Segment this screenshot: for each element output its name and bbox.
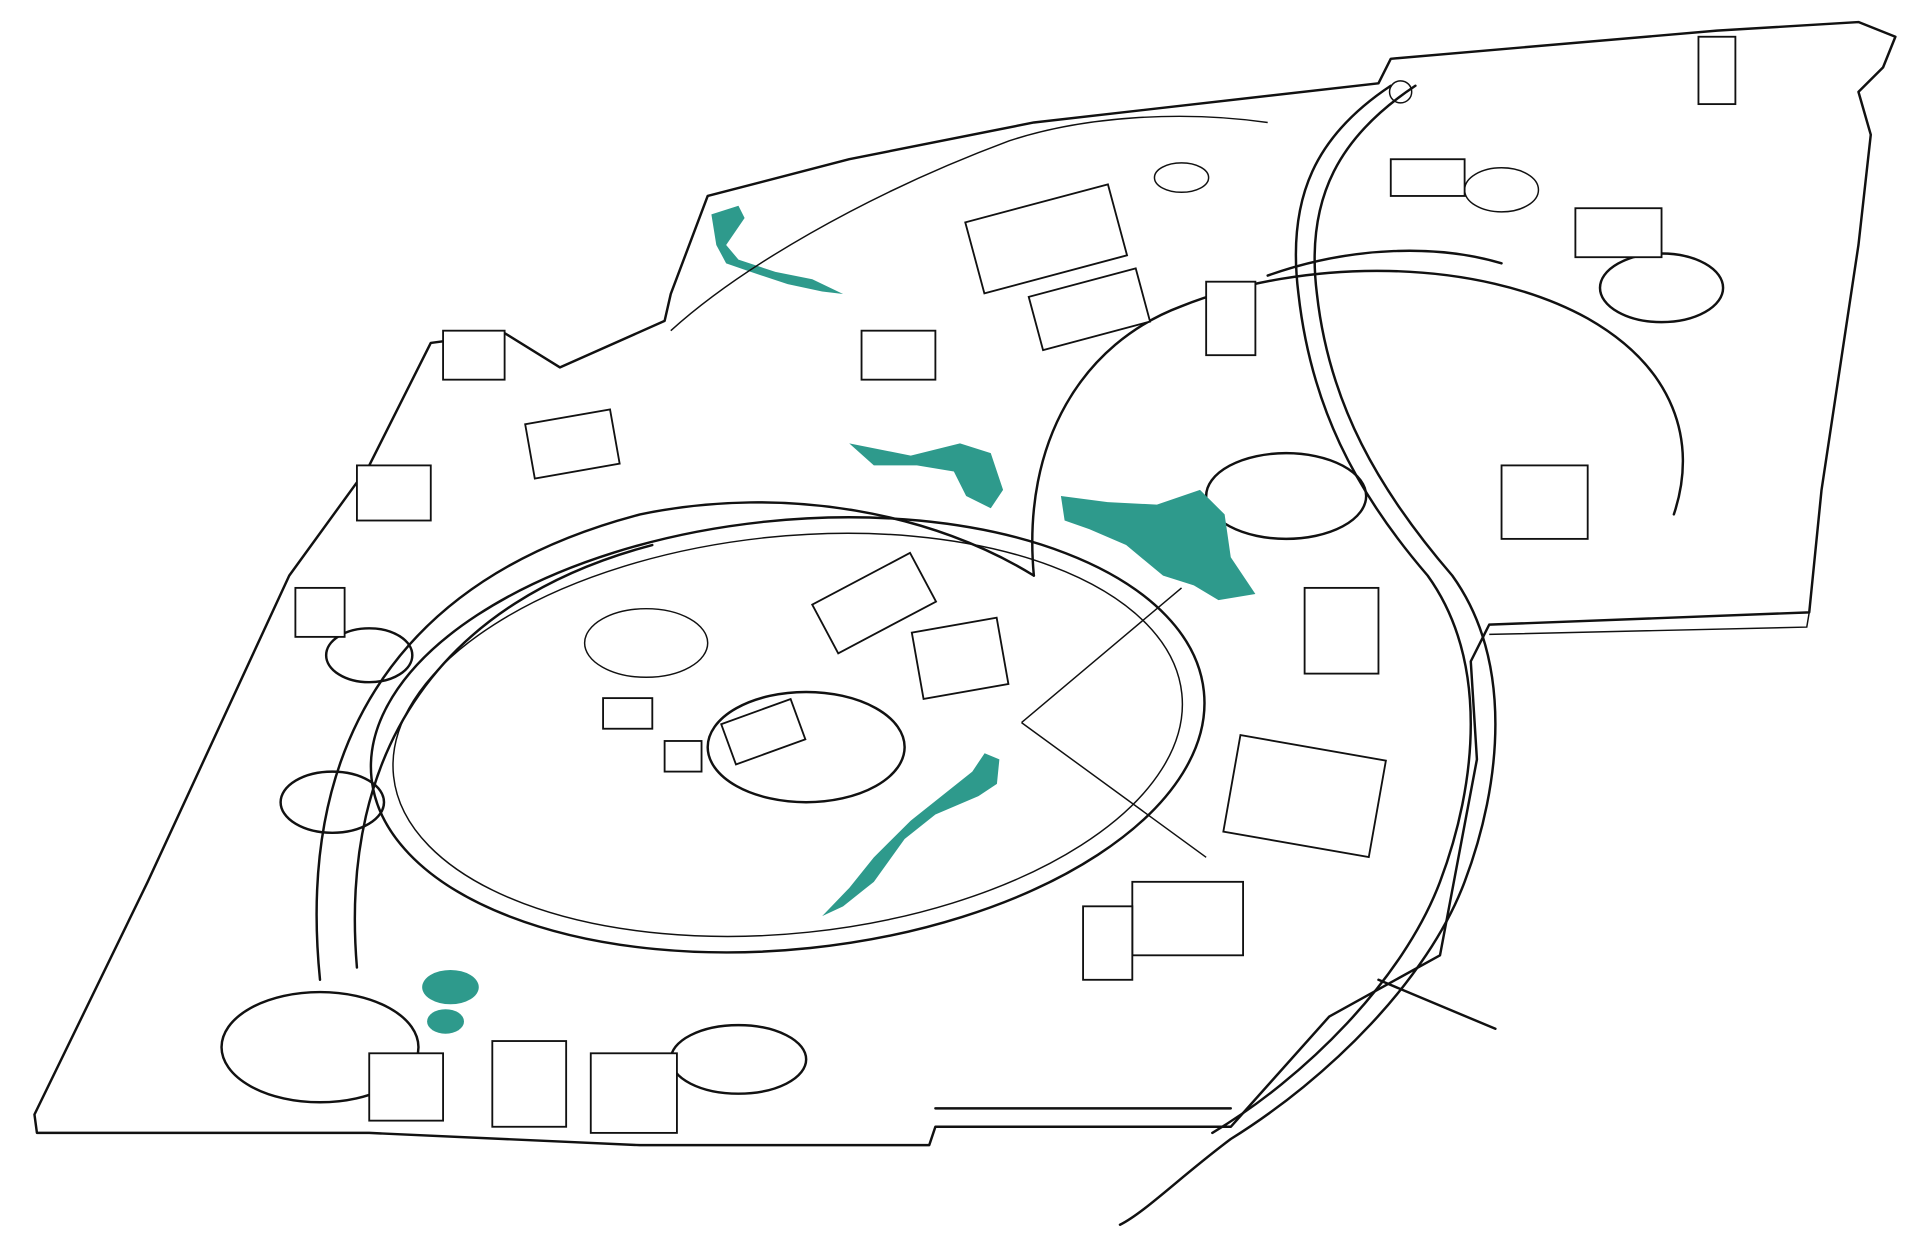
water-features [422,205,1256,1034]
sw-plaza-ring [220,990,420,1104]
east-loop-road [1031,269,1685,577]
ne-dome [1463,167,1540,213]
connector-road [1266,249,1503,277]
central-ring-road-inner [392,532,1184,938]
diag-path [1021,587,1207,858]
east-plaza-ring [1204,451,1368,541]
south-pool-small [427,1009,464,1034]
south-plaza-ring [669,1023,808,1095]
north-path [670,115,1268,332]
buildings [294,35,1737,1134]
stadium [583,607,709,679]
west-ring-1 [324,627,414,684]
central-ring-road [369,516,1206,954]
roundabout [1388,80,1413,104]
south-stream [822,753,1000,917]
northeast-plaza-ring [1598,252,1725,324]
north-pond [711,205,844,294]
road-east [1118,84,1497,1226]
north-dome [1153,162,1210,194]
central-lake [849,443,1004,509]
outer-arc-road-2 [353,543,654,969]
plaza-ring [706,690,906,804]
west-ring-2 [279,770,386,835]
site-edge-thickness [33,612,1810,1133]
east-lake [1060,489,1256,601]
outer-arc-road [315,501,1036,982]
south-bottom-road [934,978,1497,1110]
south-pool-large [422,970,479,1005]
site-boundary [33,20,1897,1147]
